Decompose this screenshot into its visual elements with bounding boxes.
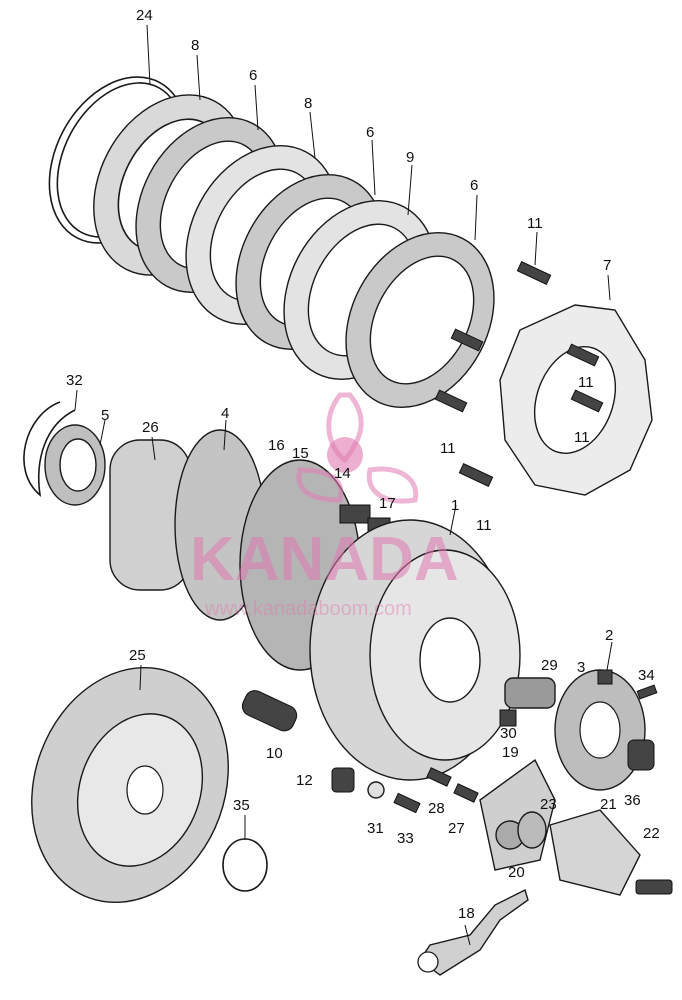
spring-11c (570, 389, 604, 413)
label-6: 6 (470, 177, 478, 194)
label-11: 11 (574, 429, 590, 446)
label-2: 2 (605, 627, 613, 644)
part-19 (479, 758, 556, 871)
part-2 (597, 669, 613, 685)
clutch-plate-stack (48, 76, 653, 496)
label-14: 14 (334, 465, 351, 482)
label-32: 32 (66, 372, 83, 389)
label-11: 11 (578, 374, 594, 391)
washer-31 (367, 781, 385, 799)
spring-10 (241, 690, 298, 732)
label-16: 16 (268, 437, 285, 454)
label-11: 11 (476, 517, 492, 534)
label-9: 9 (406, 149, 414, 166)
part-21 (549, 809, 641, 896)
lever-18 (419, 889, 529, 976)
spring-11a (516, 261, 552, 285)
watermark-brand: KANADA (190, 525, 459, 594)
label-35: 35 (233, 797, 250, 814)
label-11: 11 (440, 440, 456, 457)
label-19: 19 (502, 744, 519, 761)
label-8: 8 (304, 95, 312, 112)
spring-11d (434, 389, 468, 413)
part-14 (339, 504, 371, 524)
spring-11b (566, 343, 600, 367)
label-22: 22 (643, 825, 660, 842)
bolt-34 (636, 684, 658, 700)
label-4: 4 (221, 405, 229, 422)
watermark-subtitle: www.kanadaboom.com (204, 598, 412, 620)
circlip-35 (222, 838, 268, 892)
label-1: 1 (451, 497, 459, 514)
label-3: 3 (577, 659, 585, 676)
part-36 (627, 739, 655, 771)
label-18: 18 (458, 905, 475, 922)
label-33: 33 (397, 830, 414, 847)
watermark: KANADA www.kanadaboom.com (190, 392, 459, 620)
part-labels: 24 8 6 8 6 9 6 11 7 11 11 11 11 32 5 26 … (66, 7, 660, 922)
screw-33 (393, 792, 421, 814)
part-30 (499, 709, 517, 727)
spring-12 (331, 767, 355, 793)
label-25: 25 (129, 647, 146, 664)
label-30: 30 (500, 725, 517, 742)
label-21: 21 (600, 796, 617, 813)
clutch-springs-11 (434, 261, 604, 487)
label-7: 7 (603, 257, 611, 274)
pin-27 (453, 783, 479, 803)
label-36: 36 (624, 792, 641, 809)
leader-lines (74, 24, 613, 946)
label-24: 24 (136, 7, 153, 24)
label-8: 8 (191, 37, 199, 54)
label-26: 26 (142, 419, 159, 436)
label-31: 31 (367, 820, 384, 837)
part-29 (504, 677, 556, 709)
label-15: 15 (292, 445, 309, 462)
label-29: 29 (541, 657, 558, 674)
gear-assembly (23, 401, 521, 781)
label-20: 20 (508, 864, 525, 881)
label-28: 28 (428, 800, 445, 817)
label-17: 17 (379, 495, 396, 512)
label-6: 6 (366, 124, 374, 141)
right-side-parts (504, 669, 658, 791)
label-10: 10 (266, 745, 283, 762)
pin-28 (426, 767, 452, 787)
label-12: 12 (296, 772, 313, 789)
spring-11e (458, 463, 494, 487)
lower-parts (31, 666, 673, 976)
label-23: 23 (540, 796, 557, 813)
clip-32 (23, 401, 76, 497)
label-27: 27 (448, 820, 465, 837)
label-11: 11 (527, 215, 543, 232)
bolt-22 (635, 879, 673, 895)
label-34: 34 (638, 667, 655, 684)
label-5: 5 (101, 407, 109, 424)
label-6: 6 (249, 67, 257, 84)
part-23 (517, 811, 547, 849)
